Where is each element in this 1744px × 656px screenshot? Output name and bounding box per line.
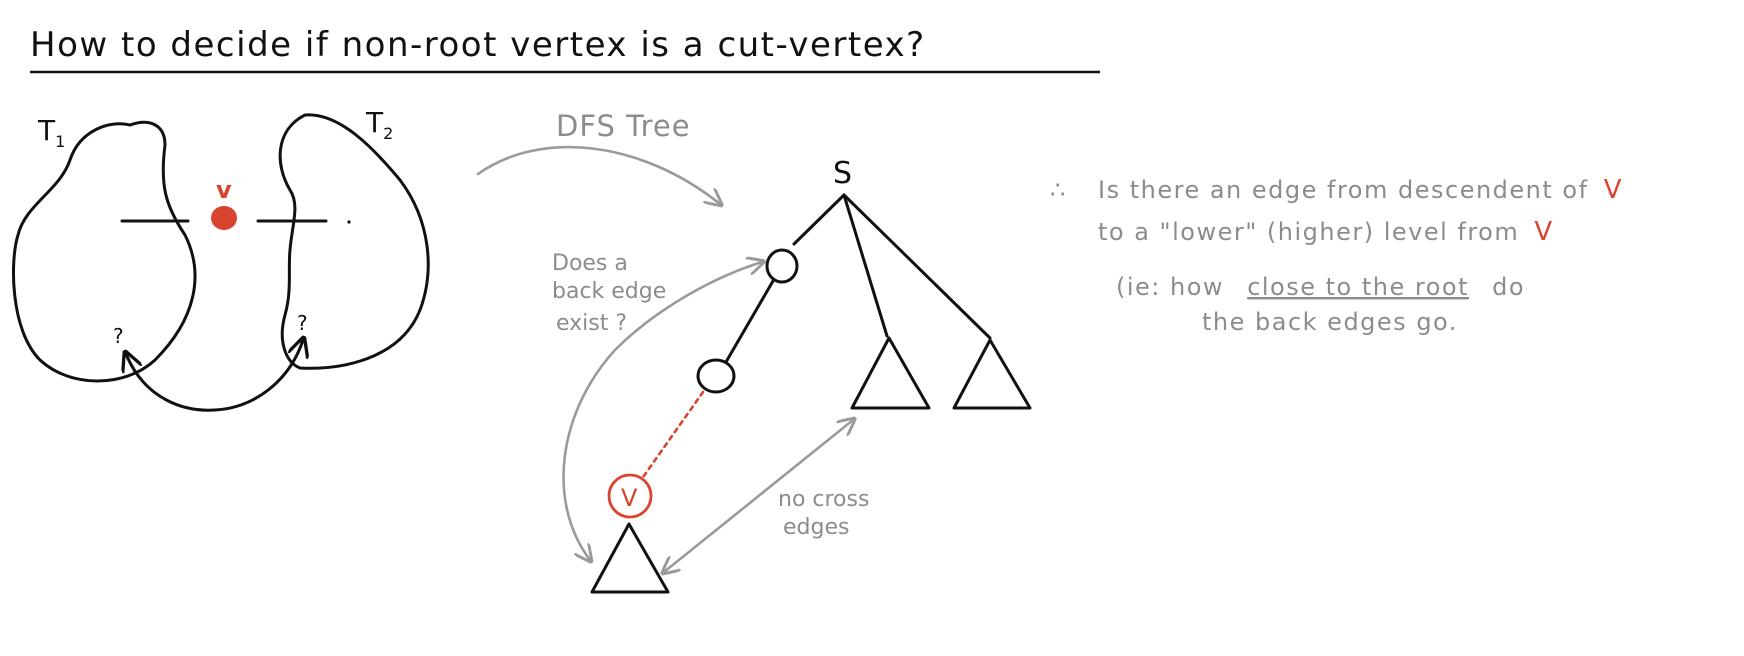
notes-group: ∴ Is there an edge from descendent of V …: [1050, 175, 1623, 336]
subtree-b: [952, 338, 1032, 410]
subtree-below-v: [590, 522, 670, 594]
page-title: How to decide if non-root vertex is a cu…: [30, 25, 926, 65]
cut-vertex-dot: [211, 206, 237, 230]
no-cross-edges-arrow: [664, 420, 853, 572]
tree-edge-child-to-grandchild: [724, 279, 775, 364]
cut-vertex-label: v: [216, 176, 232, 204]
tree-edge-root-to-subtree-a: [842, 193, 889, 338]
left-diagram: v T1 T2 ? ?: [11, 106, 430, 412]
therefore-symbol: ∴: [1050, 176, 1065, 204]
dfs-tree-caption: DFS Tree: [556, 109, 691, 143]
note-line-4: the back edges go.: [1202, 308, 1458, 336]
vertex-v-label: V: [621, 484, 638, 512]
question-mark-right: ?: [297, 311, 308, 335]
note-line-2: to a "lower" (higher) level from V: [1098, 217, 1554, 247]
underlined-phrase: close to the root: [1247, 273, 1469, 301]
tree-node-2: [696, 358, 736, 394]
tree-node-1: [765, 248, 799, 284]
dotted-path-to-v: [639, 390, 705, 482]
tree-edge-root-to-subtree-b: [842, 193, 992, 340]
subtree-a: [850, 336, 931, 410]
root-label: S: [833, 156, 852, 191]
tree-edge-root-to-child: [792, 193, 846, 246]
question-mark-left: ?: [113, 324, 124, 348]
subtree-t1-blob: [11, 120, 197, 383]
note-line-1: Is there an edge from descendent of V: [1098, 175, 1623, 205]
t2-label: T2: [365, 106, 393, 143]
t1-label: T1: [37, 114, 65, 151]
stray-dot: [347, 220, 351, 224]
back-edge-question-text: Does a back edge exist ?: [552, 251, 673, 336]
note-line-3: (ie: how close to the root do: [1116, 273, 1525, 301]
caption-arrow: [476, 145, 720, 204]
dfs-tree-diagram: DFS Tree S V Does a back edge exist ? no: [476, 109, 1032, 594]
title-group: How to decide if non-root vertex is a cu…: [30, 25, 1100, 74]
no-cross-edges-text: no cross edges: [778, 487, 876, 540]
back-edge-question-arrow: [562, 262, 762, 560]
connecting-back-edge-arrow: [126, 340, 303, 412]
